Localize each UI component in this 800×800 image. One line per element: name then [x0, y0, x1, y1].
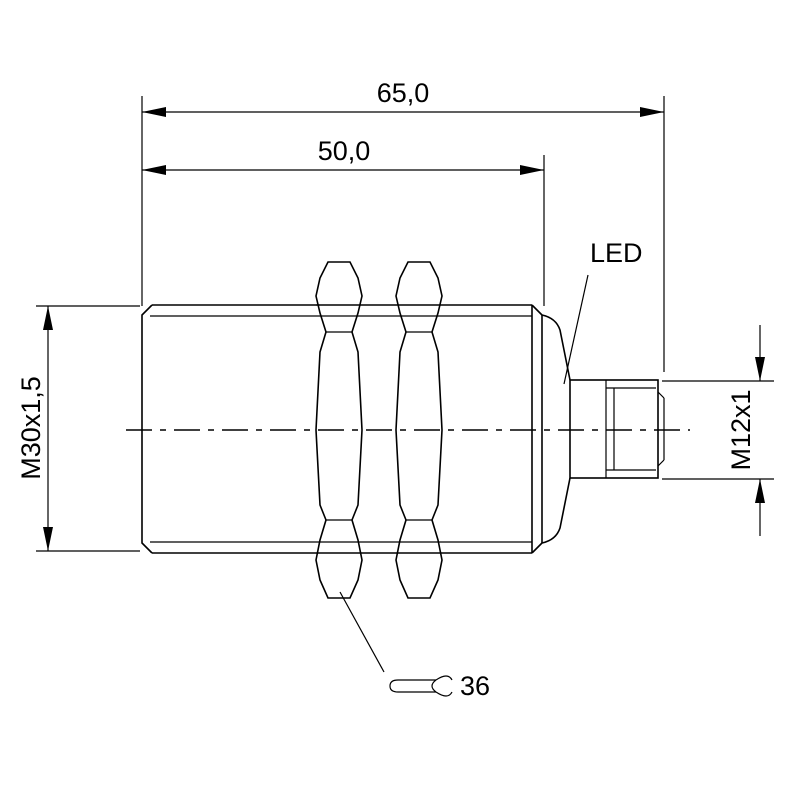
wrench-icon — [389, 675, 453, 697]
connector-thread-label: M12x1 — [726, 389, 756, 470]
thread-length-dimension: 50,0 — [142, 136, 545, 306]
hex-nut-rear — [395, 261, 443, 599]
connector-thread-dimension: M12x1 — [662, 325, 774, 536]
wrench-size-label: 36 — [460, 671, 490, 701]
wrench-size-callout: 36 — [339, 591, 490, 701]
thread-length-label: 50,0 — [318, 136, 371, 166]
housing-thread-label: M30x1,5 — [16, 376, 46, 480]
housing-thread-dimension: M30x1,5 — [16, 305, 140, 552]
led-label: LED — [590, 238, 643, 268]
led-callout: LED — [563, 238, 643, 385]
overall-length-label: 65,0 — [377, 78, 430, 108]
overall-length-dimension: 65,0 — [141, 78, 665, 372]
hex-nut-front — [315, 261, 363, 599]
m12-connector — [569, 379, 665, 479]
sensor-housing — [141, 304, 571, 554]
